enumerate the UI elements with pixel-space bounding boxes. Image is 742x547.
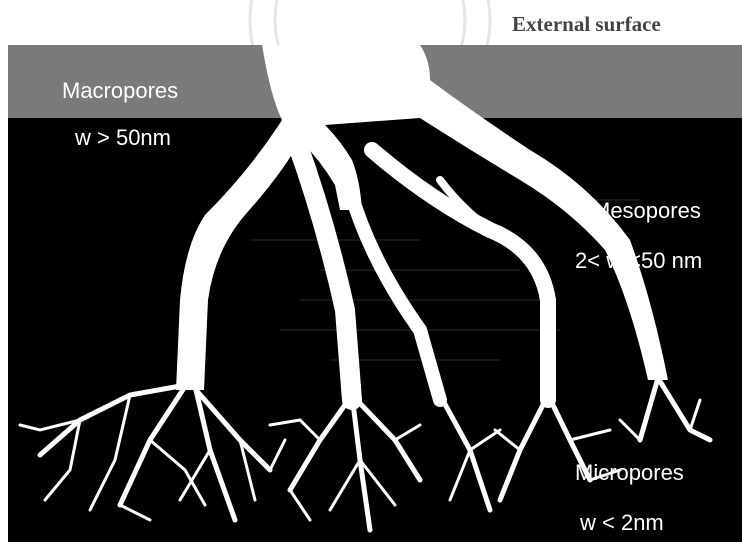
mesopores-label: Mesopores bbox=[592, 200, 701, 222]
external-surface-label: External surface bbox=[512, 14, 661, 35]
mesopores-size-label: 2< w <50 nm bbox=[575, 250, 702, 272]
micropores-size-label: w < 2nm bbox=[580, 512, 664, 534]
macropores-size-label: w > 50nm bbox=[75, 127, 171, 149]
macropores-label: Macropores bbox=[62, 80, 178, 102]
micropores-label: Micropores bbox=[575, 462, 684, 484]
